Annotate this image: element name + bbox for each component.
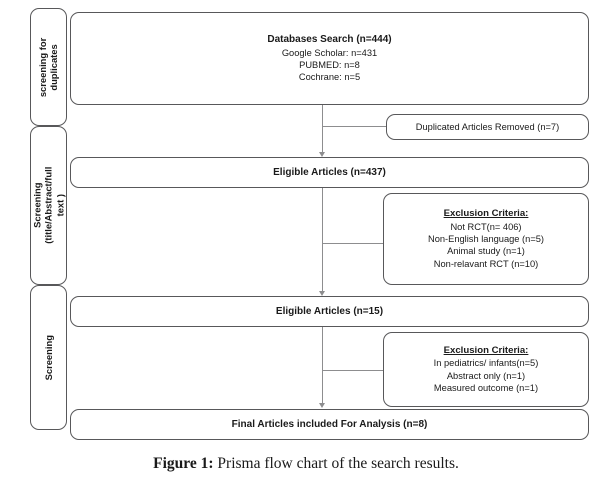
box-line: Non-relavant RCT (n=10) bbox=[433, 258, 539, 269]
box-line: Final Articles included For Analysis (n=… bbox=[231, 418, 428, 430]
stage-screening: Screening bbox=[30, 285, 67, 430]
final-articles-box: Final Articles included For Analysis (n=… bbox=[70, 409, 589, 440]
connector-to-duplicates-removed bbox=[322, 126, 386, 127]
stage-screening-title-abstract-fulltext: Screening (title/Abstract/full text ) bbox=[30, 126, 67, 285]
box-line: Not RCT(n= 406) bbox=[450, 221, 522, 232]
connector-search-to-eligible437 bbox=[322, 105, 323, 154]
databases-search-box: Databases Search (n=444) Google Scholar:… bbox=[70, 12, 589, 105]
box-line: PUBMED: n=8 bbox=[299, 59, 360, 70]
exclusion-criteria-box-2: Exclusion Criteria: In pediatrics/ infan… bbox=[383, 332, 589, 407]
box-line: Eligible Articles (n=15) bbox=[275, 305, 384, 317]
box-line: Exclusion Criteria: bbox=[443, 344, 529, 356]
box-line: Google Scholar: n=431 bbox=[281, 47, 378, 58]
connector-eligible15-to-final bbox=[322, 327, 323, 406]
box-line: Exclusion Criteria: bbox=[443, 207, 529, 219]
stage-screening-duplicates: screening for duplicates bbox=[30, 8, 67, 126]
box-line: Cochrane: n=5 bbox=[298, 72, 361, 83]
duplicated-articles-removed-box: Duplicated Articles Removed (n=7) bbox=[386, 114, 589, 140]
arrowhead-final-articles bbox=[318, 403, 325, 408]
box-line: Non-English language (n=5) bbox=[427, 234, 545, 245]
arrowhead-eligible15 bbox=[318, 291, 325, 296]
figure-caption-text: Prisma flow chart of the search results. bbox=[213, 455, 459, 472]
box-line: Abstract only (n=1) bbox=[446, 370, 526, 381]
box-line: Databases Search (n=444) bbox=[267, 34, 392, 46]
arrowhead-eligible437 bbox=[318, 152, 325, 157]
connector-eligible437-to-eligible15 bbox=[322, 188, 323, 293]
box-line: Eligible Articles (n=437) bbox=[273, 166, 386, 178]
stage-label: Screening bbox=[42, 334, 54, 381]
stage-label: screening for duplicates bbox=[37, 37, 60, 97]
eligible-articles-437-box: Eligible Articles (n=437) bbox=[70, 157, 589, 188]
connector-to-exclusion-1 bbox=[322, 243, 384, 244]
eligible-articles-15-box: Eligible Articles (n=15) bbox=[70, 296, 589, 327]
box-line: In pediatrics/ infants(n=5) bbox=[433, 358, 539, 369]
stage-label: Screening (title/Abstract/full text ) bbox=[31, 166, 66, 245]
box-line: Measured outcome (n=1) bbox=[433, 383, 539, 394]
figure-caption-label: Figure 1: bbox=[153, 455, 214, 472]
box-line: Duplicated Articles Removed (n=7) bbox=[415, 121, 560, 132]
box-line: Animal study (n=1) bbox=[447, 246, 525, 257]
connector-to-exclusion-2 bbox=[322, 370, 384, 371]
figure-caption: Figure 1: Prisma flow chart of the searc… bbox=[0, 455, 612, 473]
exclusion-criteria-box-1: Exclusion Criteria: Not RCT(n= 406) Non-… bbox=[383, 193, 589, 285]
